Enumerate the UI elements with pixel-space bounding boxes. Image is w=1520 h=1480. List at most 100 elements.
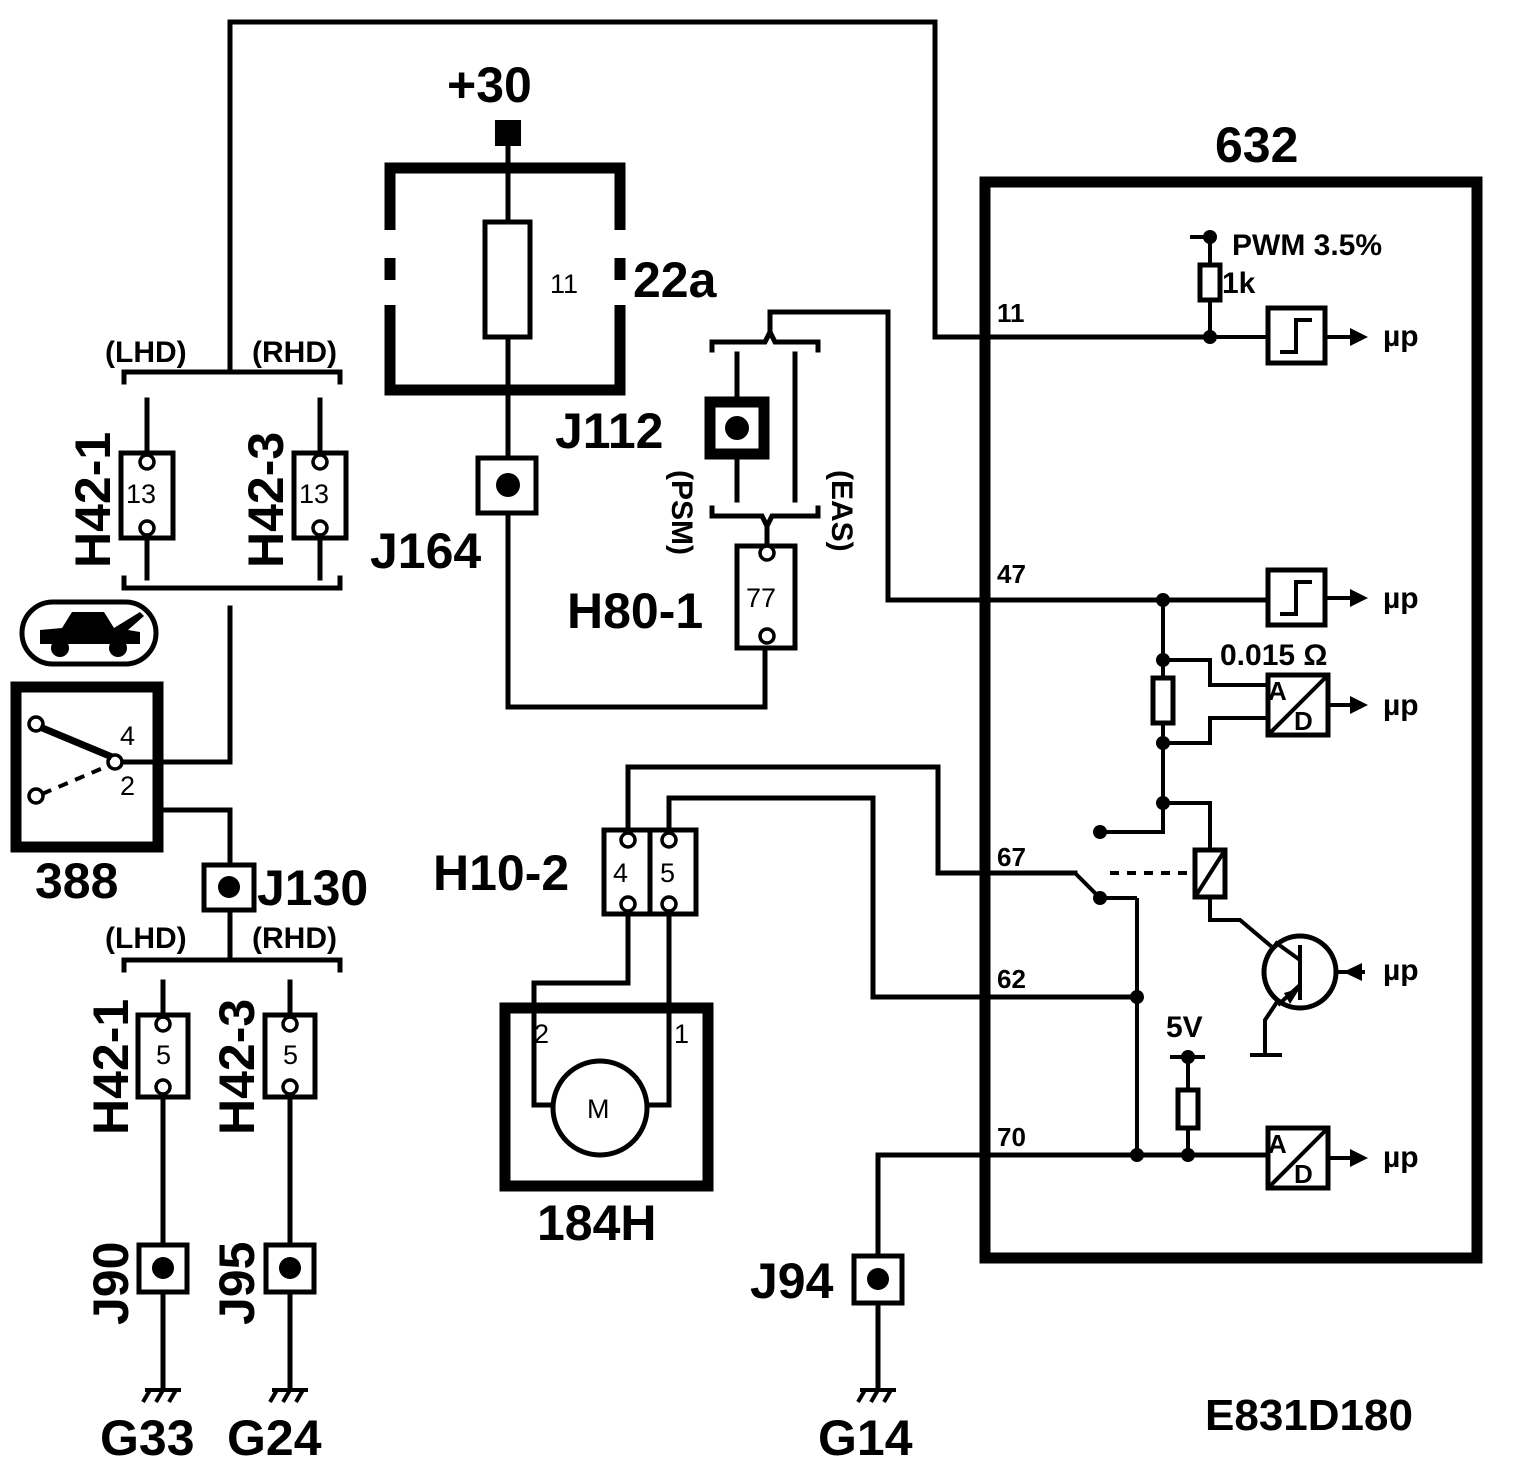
variant-lhd-lower: (LHD) [105,922,187,955]
wire-motor-pin1 [645,907,672,1108]
svg-text:5: 5 [156,1040,171,1070]
splice-j130: J130 [201,860,368,916]
ground-g14-label: G14 [818,1410,913,1466]
supply-label: +30 [447,57,532,113]
wire-module-pin11 [227,19,1213,371]
svg-text:4: 4 [613,858,628,888]
switch-pin-4: 4 [120,721,135,751]
splice-j164-label: J164 [370,523,481,579]
module-632: 632 11 47 67 62 70 [979,117,1483,1264]
bracket-lower-variant [121,575,343,591]
motor-184h-label: 184H [537,1195,657,1251]
module-pin-47: 47 [997,559,1026,589]
splice-j95: J95 [209,1242,317,1325]
motor-pin-2: 2 [534,1019,549,1049]
wire-module-pin47 [767,309,1293,603]
variant-eas: (EAS) [825,470,858,552]
module-nodes [1093,230,1217,1162]
arrow-right-icon [1350,328,1368,346]
switch-388-label: 388 [35,853,118,909]
svg-text:5: 5 [660,858,675,888]
arrow-right-icon [1350,696,1368,714]
motor-icon [550,1058,650,1158]
splice-j112: J112 [555,396,770,460]
connector-h42-1-lower-label: H42-1 [83,999,139,1135]
bracket-ground-variant [121,957,343,973]
connector-h42-3-lower: 5 H42-3 [209,999,318,1135]
svg-text:13: 13 [299,479,329,509]
connector-h42-3-upper-label: H42-3 [238,432,294,568]
wire-module-pin70 [875,1152,1273,1259]
splice-j90: J90 [83,1242,190,1325]
ground-g33-label: G33 [100,1410,195,1466]
splice-j112-label: J112 [555,403,663,459]
mu-label-5: µp [1383,1141,1419,1174]
supply-terminal [495,120,521,146]
ground-g24-label: G24 [227,1410,322,1466]
arrow-right-icon [1350,589,1368,607]
connector-h80-1-pin: 77 [746,583,776,613]
connector-h10-2-label: H10-2 [433,845,569,901]
adc-converter-2: A D [1265,1125,1331,1191]
ground-g14-icon [856,1388,896,1404]
connector-h42-3-lower-label: H42-3 [209,999,265,1135]
mu-label-4: µp [1383,954,1419,987]
svg-text:13: 13 [126,479,156,509]
svg-text:D: D [1294,706,1313,736]
arrow-left-icon [1343,963,1362,981]
splice-j95-label: J95 [209,1242,265,1325]
bracket-psm-eas-top [709,326,821,353]
splice-j94-label: J94 [750,1253,834,1309]
svg-text:A: A [1268,676,1287,706]
resistor-1k-label: 1k [1222,267,1256,300]
shunt-resistor [1150,675,1176,726]
connector-h42-1-upper-label: H42-1 [65,432,121,568]
pwm-label: PWM 3.5% [1232,229,1382,262]
module-pin-11: 11 [997,298,1025,328]
car-boot-icon [19,599,159,667]
mu-label-1: µp [1383,320,1419,353]
svg-text:D: D [1294,1159,1313,1189]
fuse-number: 11 [550,269,578,299]
ground-g24-icon [268,1388,308,1404]
connector-h80-1: 77 H80-1 [567,543,798,651]
arrow-right-icon [1350,1149,1368,1167]
connector-h80-1-label: H80-1 [567,583,703,639]
svg-text:5: 5 [283,1040,298,1070]
shunt-label: 0.015 Ω [1220,639,1327,672]
wire-j164-h80 [505,509,768,710]
fuse-box-label: 22a [633,252,718,308]
fuse-box-22a: 11 22a +30 [384,57,718,396]
adc-converter-1: A D [1265,672,1331,738]
splice-j94: J94 [750,1253,905,1309]
figure-id: E831D180 [1205,1391,1413,1440]
resistor-1k [1197,262,1223,303]
motor-184h: M 2 1 184H [499,1002,714,1251]
wire-switch-pin2 [157,807,233,868]
variant-psm: (PSM) [665,470,698,555]
ground-g33-icon [141,1388,181,1404]
mu-label-3: µp [1383,689,1419,722]
wire-motor-pin2 [531,907,631,1108]
svg-text:A: A [1268,1129,1287,1159]
module-pin-67: 67 [997,842,1026,872]
wire-module-pin62 [666,795,1140,1000]
splice-j90-label: J90 [83,1242,139,1325]
switch-pin-2: 2 [120,771,135,801]
module-632-outline [979,176,1483,1264]
module-pin-70: 70 [997,1122,1026,1152]
splice-j130-label: J130 [257,860,368,916]
variant-rhd-upper: (RHD) [252,336,337,369]
splice-j164: J164 [370,455,539,579]
connector-h10-2: 4 5 H10-2 [433,827,699,917]
module-pin-62: 62 [997,964,1026,994]
transistor [1261,933,1339,1011]
resistor-5v-pullup [1175,1087,1201,1131]
supply-5v-label: 5V [1166,1011,1203,1044]
connector-h42-1-upper: 13 H42-1 [65,432,176,568]
module-632-label: 632 [1215,117,1298,173]
relay-coil [1192,847,1228,900]
connector-h42-3-upper: 13 H42-3 [238,432,349,568]
variant-rhd-lower: (RHD) [252,922,337,955]
